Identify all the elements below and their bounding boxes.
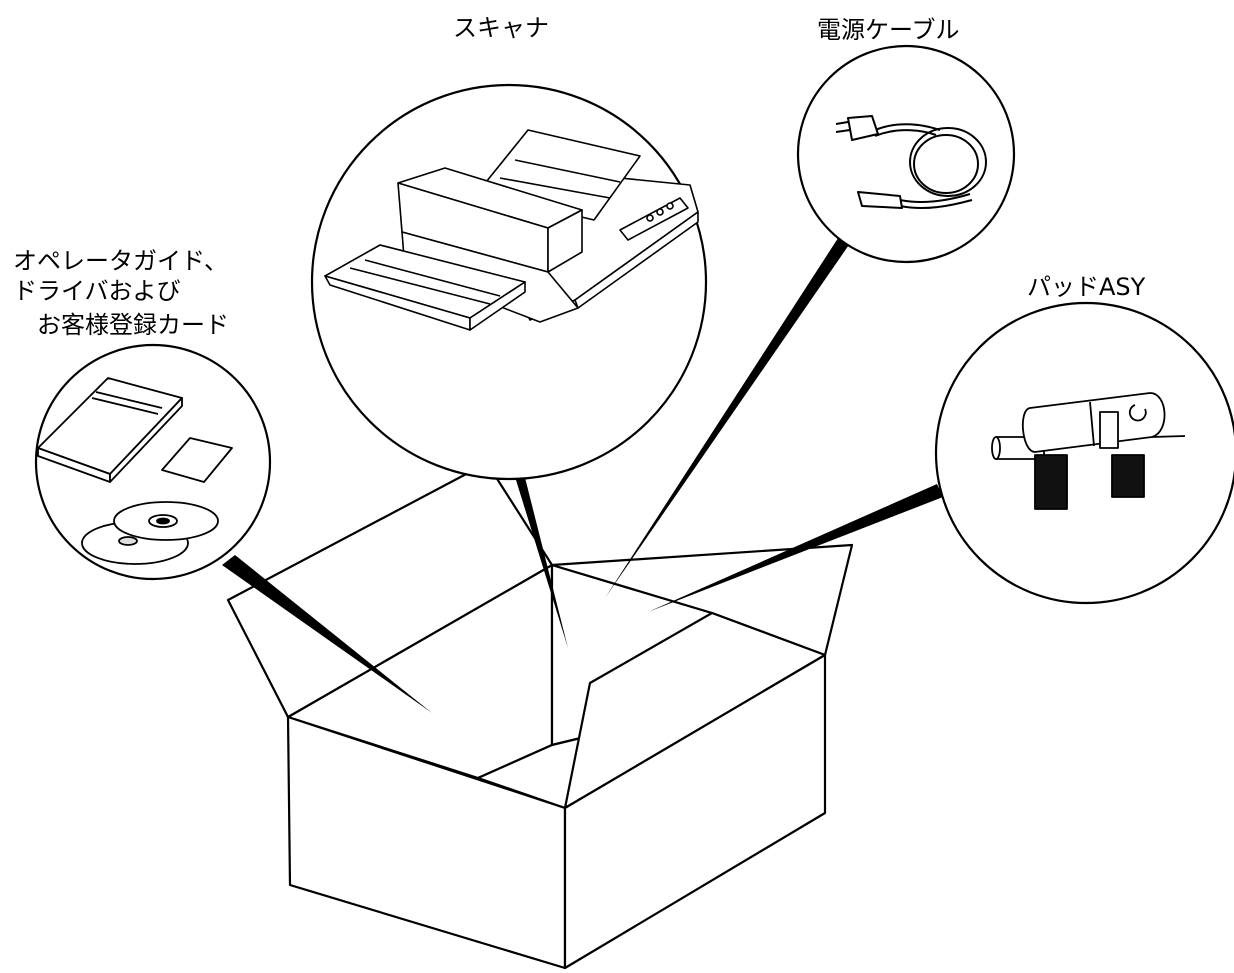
- pointer-wedges: [222, 232, 943, 713]
- pad-assy-icon: [991, 392, 1186, 510]
- scanner-label: スキャナ: [453, 14, 549, 42]
- scanner-icon: [324, 129, 699, 331]
- power-cable-label: 電源ケーブル: [817, 16, 960, 44]
- pointer-pad-assy: [648, 484, 943, 612]
- power-cable-circle: [796, 44, 1016, 264]
- open-cardboard-box: [226, 461, 854, 970]
- pad-assy-callout: パッドASY: [934, 273, 1234, 605]
- pointer-power-cable: [605, 232, 853, 598]
- power-cable-icon: [835, 115, 987, 209]
- box-back-left-flap: [226, 461, 554, 719]
- documents-label-line3: お客様登録カード: [37, 311, 229, 339]
- documents-label: オペレータガイド、 ドライバおよび お客様登録カード: [13, 247, 229, 339]
- documents-label-line2: ドライバおよび: [13, 277, 181, 305]
- registration-card-icon: [161, 437, 233, 483]
- documents-label-line1: オペレータガイド、: [13, 247, 228, 275]
- power-cable-callout: 電源ケーブル: [796, 16, 1016, 264]
- pad-assy-label: パッドASY: [1027, 273, 1146, 301]
- pointer-scanner: [503, 438, 568, 648]
- operator-guide-book-icon: [37, 377, 183, 483]
- cd-rom-icon: [81, 501, 219, 565]
- pad-assy-circle: [934, 301, 1234, 605]
- scanner-callout: スキャナ: [310, 14, 708, 481]
- box-right-face: [563, 653, 827, 970]
- documents-callout: オペレータガイド、 ドライバおよび お客様登録カード: [13, 247, 272, 581]
- pointer-docs: [222, 555, 432, 713]
